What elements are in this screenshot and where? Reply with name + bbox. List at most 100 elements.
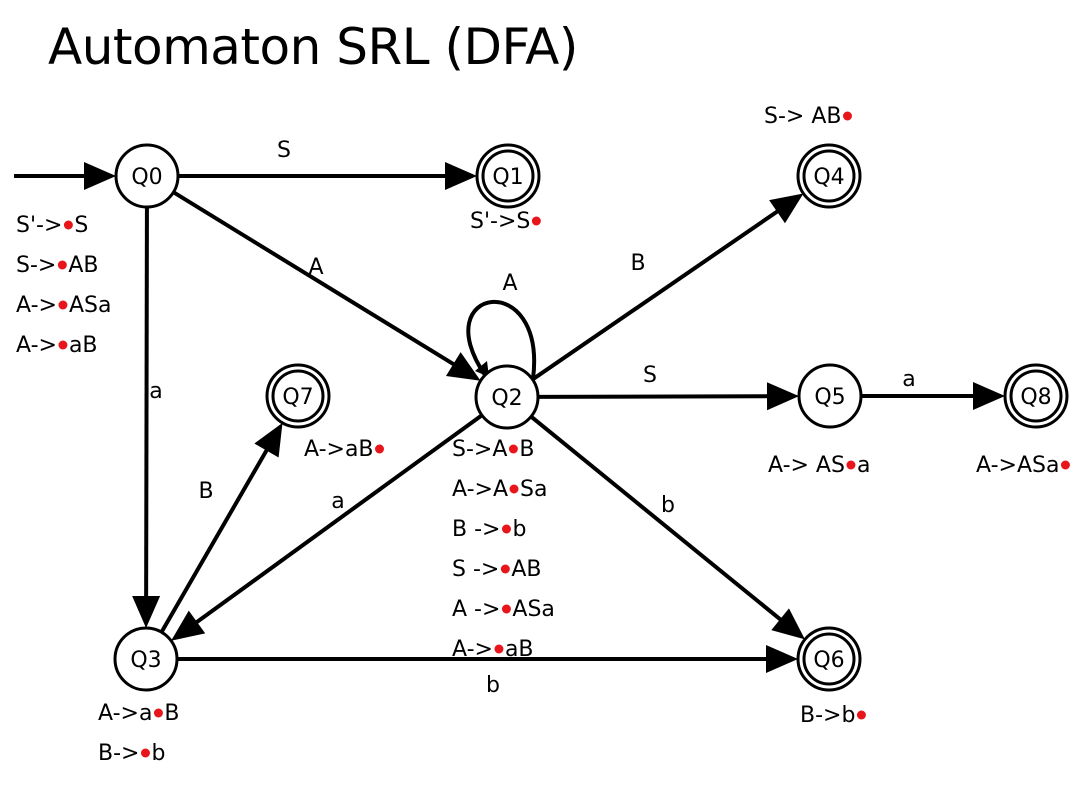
item-dot <box>500 564 510 574</box>
item-dot <box>58 340 68 350</box>
item-dot <box>1060 460 1070 470</box>
lr-item: B ->b <box>452 517 526 542</box>
item-dot <box>501 524 511 534</box>
state-name: Q0 <box>131 165 162 190</box>
transition-line <box>537 394 780 399</box>
item-dot <box>63 220 73 230</box>
item-left: S'->S <box>470 209 530 234</box>
transition-q2-q3 <box>171 413 484 641</box>
item-dot <box>856 710 866 720</box>
lr-item: B->b <box>800 703 866 728</box>
start-arrow <box>14 162 116 190</box>
item-dot <box>508 444 518 454</box>
state-circle <box>474 364 540 430</box>
arrow-head <box>769 193 804 224</box>
item-right: S <box>74 213 88 238</box>
item-left: S->A <box>452 437 507 462</box>
lr-item: S'-> S <box>16 213 88 238</box>
arrow-head <box>132 595 161 629</box>
transition-label-q2-q4: B <box>630 251 645 276</box>
item-left: B->b <box>800 703 855 728</box>
accepting-ring <box>802 149 856 203</box>
item-left: A -> <box>452 597 500 622</box>
state-name: Q1 <box>492 165 523 190</box>
state-circle <box>1003 363 1069 429</box>
transition-q2-q6 <box>529 415 805 640</box>
item-dot <box>140 748 150 758</box>
item-left: S -> <box>452 557 499 582</box>
transition-label-q3-q6: b <box>486 673 500 698</box>
state-q7: Q7 <box>265 363 331 429</box>
state-name: Q6 <box>813 648 844 673</box>
lr-item: A->A Sa <box>452 477 547 502</box>
transition-line <box>531 203 789 382</box>
item-right: AB <box>511 557 541 582</box>
transition-label-q2-q6: b <box>661 493 675 518</box>
state-name: Q2 <box>491 386 522 411</box>
transition-line <box>172 190 465 373</box>
self-loop-path <box>466 299 537 380</box>
transition-label-q3-q7: B <box>198 479 213 504</box>
transition-q2-q5 <box>537 382 800 411</box>
transition-label-q2-q5: S <box>643 363 657 388</box>
start-arrow-head <box>84 162 116 190</box>
lr-item: B->b <box>98 741 165 766</box>
item-dot <box>531 216 541 226</box>
item-left: B -> <box>452 517 500 542</box>
transition-q0-q2 <box>172 190 481 381</box>
transition-label-q0-q1: S <box>277 138 291 163</box>
transition-line <box>159 439 275 634</box>
item-right: ASa <box>69 293 112 318</box>
state-circle <box>475 143 541 209</box>
state-q1: Q1 <box>475 143 541 209</box>
lr-item: A->a B <box>98 701 180 726</box>
lr-item: A->ASa <box>16 293 111 318</box>
item-dot <box>494 644 504 654</box>
state-name: Q5 <box>814 385 845 410</box>
transition-q2-q4 <box>531 193 804 382</box>
transition-label-q0-q2: A <box>308 255 323 280</box>
state-q6: Q6 <box>796 626 862 692</box>
transition-q5-q8 <box>861 382 1005 410</box>
item-left: S'-> <box>16 213 62 238</box>
state-name: Q4 <box>813 165 844 190</box>
arrow-head <box>445 162 477 190</box>
transition-label-q5-q8: a <box>902 367 915 392</box>
item-left: A->A <box>452 477 508 502</box>
state-q5: Q5 <box>797 363 863 429</box>
item-left: A->a <box>98 701 152 726</box>
item-right: b <box>151 741 165 766</box>
item-dot <box>501 604 511 614</box>
accepting-ring <box>481 149 535 203</box>
arrow-head <box>254 422 283 458</box>
state-name: Q7 <box>282 385 313 410</box>
transition-line <box>529 415 791 629</box>
item-dot <box>153 708 163 718</box>
state-circle <box>797 363 863 429</box>
state-q2: Q2 <box>474 364 540 430</box>
state-circle <box>265 363 331 429</box>
arrow-head <box>766 645 798 673</box>
item-right: aB <box>69 333 98 358</box>
state-q3: Q3 <box>113 626 179 692</box>
item-dot <box>509 484 519 494</box>
diagram-title: Automaton SRL (DFA) <box>48 18 578 76</box>
item-left: S-> <box>16 253 56 278</box>
item-dot <box>58 300 68 310</box>
accepting-ring <box>1009 369 1063 423</box>
lr-item: A->aB <box>452 637 534 662</box>
item-dot <box>57 260 67 270</box>
state-circle <box>113 626 179 692</box>
lr-item: A->aB <box>304 437 385 462</box>
lr-item: S-> AB <box>16 253 99 278</box>
item-right: aB <box>505 637 534 662</box>
item-right: Sa <box>520 477 547 502</box>
item-left: A->ASa <box>976 453 1059 478</box>
item-left: A-> AS <box>768 453 845 478</box>
item-left: A-> <box>16 333 57 358</box>
state-q8: Q8 <box>1003 363 1069 429</box>
arrow-head <box>973 382 1005 410</box>
item-right: B <box>164 701 179 726</box>
